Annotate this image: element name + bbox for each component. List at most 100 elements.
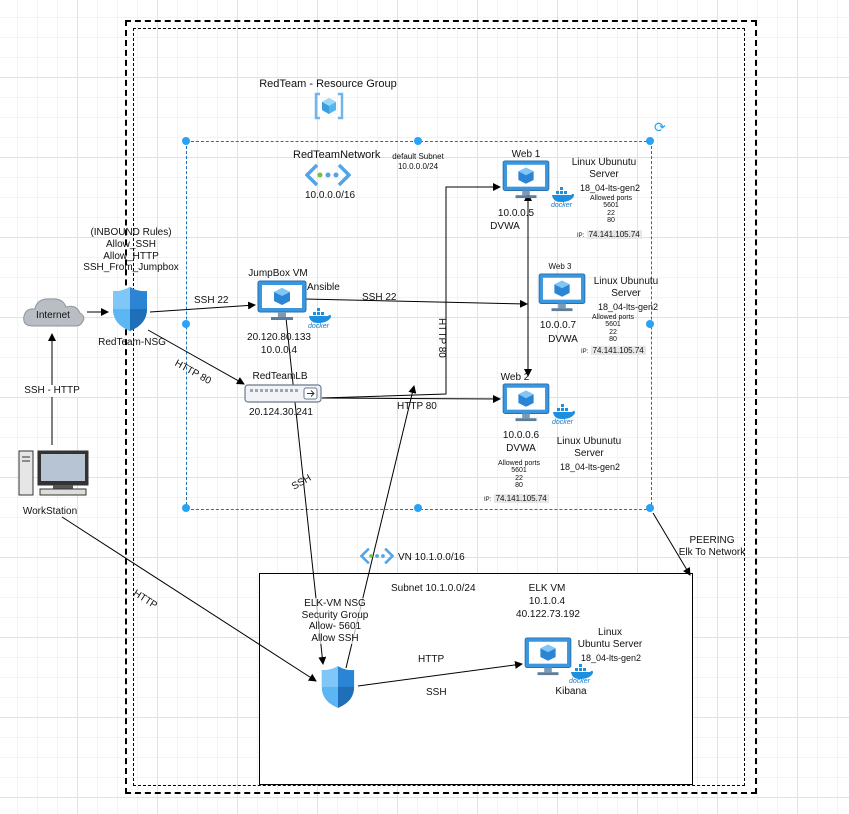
docker-label: docker bbox=[308, 323, 330, 330]
web3-app: DVWA bbox=[548, 334, 578, 345]
vm-monitor-icon bbox=[538, 273, 586, 312]
edge-elk-nsg-elk-vm bbox=[357, 660, 523, 687]
selection-handle[interactable] bbox=[646, 504, 654, 512]
selection-handle[interactable] bbox=[646, 320, 654, 328]
web1-image: 18_04-lts-gen2 bbox=[579, 183, 641, 193]
cloud-icon bbox=[23, 298, 85, 327]
vn2-label: VN 10.1.0.0/16 bbox=[398, 552, 465, 563]
edge-label-http80-vertical: HTTP 80 bbox=[436, 318, 447, 358]
selection-handle[interactable] bbox=[414, 504, 422, 512]
web2-name: Web 2 bbox=[500, 372, 530, 383]
edge-label-ssh22: SSH 22 bbox=[194, 295, 229, 306]
edge-jumpbox-web3 bbox=[303, 298, 528, 308]
web1-os: Linux Ubunutu Server bbox=[571, 157, 637, 180]
docker-label: docker bbox=[551, 202, 573, 209]
web1-ports: Allowed ports 5601 22 80 bbox=[589, 195, 633, 225]
web1-name: Web 1 bbox=[511, 149, 541, 160]
docker-icon bbox=[553, 404, 575, 419]
jumpbox-private-ip: 10.0.0.4 bbox=[260, 345, 298, 356]
vm-monitor-icon bbox=[524, 637, 572, 676]
web1-ip: 10.0.0.5 bbox=[497, 208, 535, 219]
selection-handle[interactable] bbox=[646, 137, 654, 145]
nsg-rule-line: (INBOUND Rules) bbox=[90, 227, 172, 238]
vn2-subnet: Subnet 10.1.0.0/24 bbox=[391, 583, 476, 594]
resource-group-inner-border bbox=[133, 28, 745, 786]
docker-icon bbox=[571, 664, 593, 679]
docker-label: docker bbox=[569, 678, 591, 685]
edge-label-ssh-http: SSH - HTTP bbox=[24, 385, 80, 397]
web3-public-ip: 74.141.105.74 bbox=[590, 346, 646, 355]
lb-ip: 20.124.30.241 bbox=[249, 407, 313, 418]
nsg-rule-line: SSH_From_Jumpbox bbox=[83, 262, 179, 274]
edge-peering bbox=[652, 512, 691, 576]
elk-vm-private-ip: 10.1.0.4 bbox=[528, 596, 566, 607]
elk-vm-app: Kibana bbox=[555, 686, 587, 697]
edge-label-http80: HTTP 80 bbox=[397, 401, 437, 412]
ansible-label: Ansible bbox=[307, 282, 340, 293]
elk-vnet-box bbox=[259, 573, 693, 785]
web3-ports: Allowed ports 5601 22 80 bbox=[591, 314, 635, 344]
web2-ports: Allowed ports 5601 22 80 bbox=[497, 460, 541, 490]
nsg-rules: (INBOUND Rules) Allow_SSH Allow_HTTP SSH… bbox=[83, 227, 179, 274]
edge-nsg-lb bbox=[147, 329, 245, 385]
workstation-icon bbox=[18, 450, 89, 496]
resource-group-outer-border bbox=[125, 20, 757, 794]
subnet-label: default Subnet bbox=[392, 152, 444, 161]
web2-ip: 10.0.0.6 bbox=[502, 430, 540, 441]
nsg-name: RedTeam-NSG bbox=[98, 337, 166, 348]
web3-ip: 10.0.0.7 bbox=[539, 320, 577, 331]
web1-ip-line: IP: 74.141.105.74 bbox=[577, 230, 642, 240]
web2-ip-line: IP: 74.141.105.74 bbox=[484, 494, 549, 504]
elk-http-label: HTTP bbox=[418, 654, 445, 665]
docker-icon bbox=[552, 187, 574, 202]
docker-label: docker bbox=[552, 419, 574, 426]
shield-icon bbox=[113, 287, 147, 331]
resource-group-label: RedTeam - Resource Group bbox=[259, 78, 397, 90]
vnet-icon bbox=[360, 547, 394, 565]
web2-public-ip: 74.141.105.74 bbox=[493, 494, 549, 503]
vm-monitor-icon bbox=[257, 280, 307, 320]
selection-handle[interactable] bbox=[414, 137, 422, 145]
ip-prefix: IP: bbox=[581, 349, 589, 355]
network-cidr: 10.0.0.0/16 bbox=[304, 190, 356, 201]
edge-nsg-jumpbox bbox=[149, 301, 256, 313]
vnet-icon bbox=[305, 163, 351, 187]
network-name: RedTeamNetwork bbox=[293, 149, 381, 161]
workstation-label: WorkStation bbox=[22, 506, 78, 517]
edge-label-peering: PEERING Elk To Network bbox=[678, 535, 746, 558]
selection-handle[interactable] bbox=[182, 320, 190, 328]
selection-handle[interactable] bbox=[182, 504, 190, 512]
web1-public-ip: 74.141.105.74 bbox=[586, 230, 642, 239]
nsg-rule-line: Allow_SSH bbox=[105, 238, 157, 250]
edge-label-ssh22: SSH 22 bbox=[362, 292, 397, 303]
web2-os: Linux Ubunutu Server bbox=[556, 436, 622, 459]
web1-app: DVWA bbox=[490, 221, 520, 232]
internet-label: Internet bbox=[36, 310, 70, 321]
edge-lb-web1 bbox=[321, 183, 501, 399]
vm-monitor-icon bbox=[502, 160, 550, 199]
web3-image: 18_04-lts-gen2 bbox=[597, 302, 659, 312]
selection-handle[interactable] bbox=[182, 137, 190, 145]
elk-nsg-text: ELK-VM NSG Security Group Allow- 5601 Al… bbox=[301, 598, 369, 644]
nsg-rule-line: Allow_HTTP bbox=[103, 250, 159, 262]
web3-name: Web 3 bbox=[548, 262, 572, 271]
ip-prefix: IP: bbox=[484, 497, 492, 503]
web2-image: 18_04-lts-gen2 bbox=[559, 462, 621, 472]
resource-group-icon bbox=[314, 92, 344, 120]
load-balancer-icon bbox=[244, 384, 322, 403]
elk-vm-image: 18_04-lts-gen2 bbox=[580, 653, 642, 663]
ip-prefix: IP: bbox=[577, 233, 585, 239]
web2-app: DVWA bbox=[506, 443, 536, 454]
web3-os: Linux Ubunutu Server bbox=[593, 276, 659, 299]
vm-monitor-icon bbox=[502, 383, 550, 422]
elk-vm-name: ELK VM bbox=[528, 583, 566, 594]
rotate-handle-icon[interactable]: ⟳ bbox=[654, 119, 666, 135]
jumpbox-public-ip: 20.120.80.133 bbox=[247, 332, 311, 343]
docker-icon bbox=[309, 308, 331, 323]
shield-icon bbox=[321, 666, 355, 708]
subnet-cidr: 10.0.0.0/24 bbox=[397, 162, 439, 171]
lb-name: RedTeamLB bbox=[252, 371, 308, 382]
jumpbox-name: JumpBox VM bbox=[248, 268, 308, 279]
elk-vm-public-ip: 40.122.73.192 bbox=[516, 609, 580, 620]
